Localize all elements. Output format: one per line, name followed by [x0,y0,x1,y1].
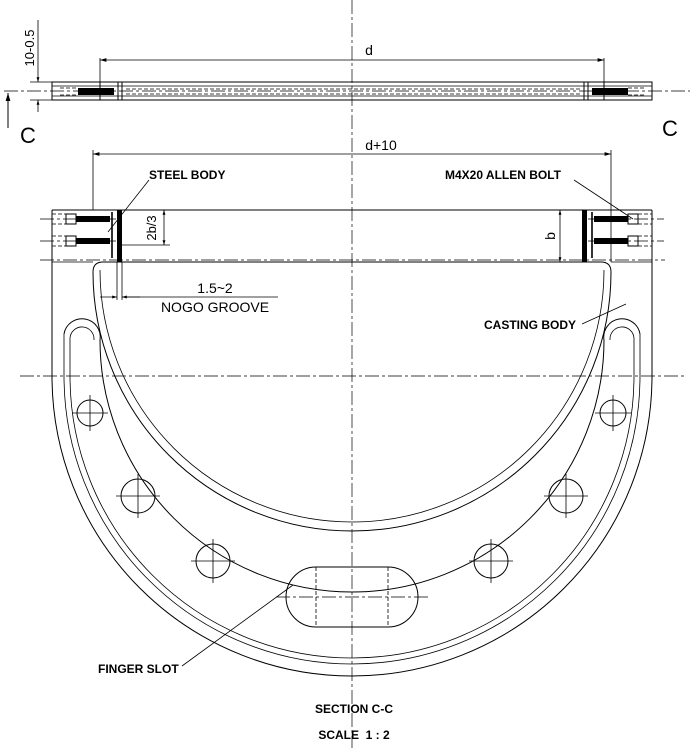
gauge-body [20,209,684,677]
section-caption: SECTION C-C [315,702,393,716]
dimension-nogo-groove: 1.5~2 NOGO GROOVE [100,262,278,315]
label-casting-body: CASTING BODY [484,303,627,332]
svg-text:C: C [662,116,678,141]
dimension-2b3-label: 2b/3 [144,215,159,240]
allen-bolt-right [588,213,664,247]
hole-2 [595,395,631,431]
dimension-thickness: 10-0.5 [22,20,52,112]
dimension-b: b [542,209,582,263]
dimension-2b3: 2b/3 [122,209,170,246]
dimension-d-label: d [365,42,373,58]
groove-name: NOGO GROOVE [161,299,269,315]
dimension-d: d [99,42,605,82]
hole-6 [469,539,513,583]
svg-text:M4X20 ALLEN BOLT: M4X20 ALLEN BOLT [445,168,562,182]
svg-text:FINGER SLOT: FINGER SLOT [98,662,179,676]
section-mark-left: C [5,93,36,148]
label-steel-body: STEEL BODY [107,168,225,233]
svg-text:C: C [20,123,36,148]
hole-5 [191,539,235,583]
dimension-d-plus-10-label: d+10 [365,137,397,153]
finger-slot [276,566,428,628]
label-allen-bolt: M4X20 ALLEN BOLT [445,168,634,220]
hole-1 [72,395,108,431]
hole-3 [116,474,160,518]
section-mark-right: C [662,116,678,141]
label-finger-slot: FINGER SLOT [98,584,294,676]
hole-4 [544,474,588,518]
dimension-thickness-label: 10-0.5 [22,30,37,67]
allen-bolt-left [40,213,116,247]
groove-value: 1.5~2 [197,280,233,296]
steel-body-right [582,210,593,262]
svg-text:CASTING BODY: CASTING BODY [484,318,576,332]
top-view [4,81,690,101]
mounting-holes [72,395,631,583]
scale-caption: SCALE 1 : 2 [318,728,390,742]
dimension-b-label: b [542,232,558,240]
svg-text:STEEL BODY: STEEL BODY [149,168,225,182]
steel-body-left [111,210,122,262]
